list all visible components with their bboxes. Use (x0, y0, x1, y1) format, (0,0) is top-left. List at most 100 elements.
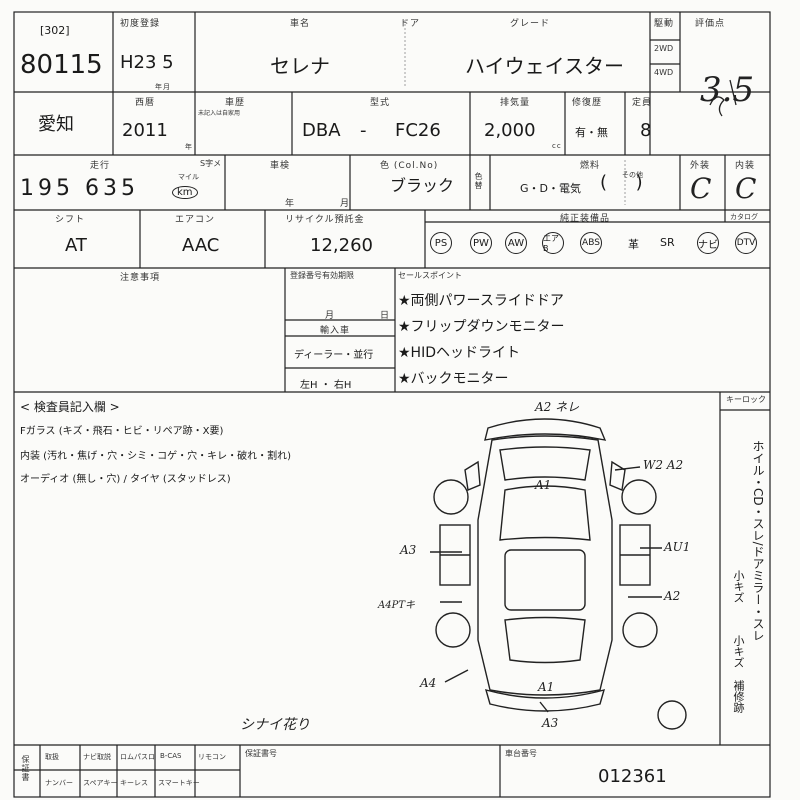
damage-mark: A1 (538, 680, 555, 694)
interior-grade: C (735, 172, 757, 205)
inspector-audio: オーディオ (無し・穴) / タイヤ (スタッドレス) (20, 474, 231, 485)
footer-cell: 取扱 (45, 753, 59, 761)
fuel-other: その他 (622, 171, 643, 179)
damage-mark: A1 (535, 478, 552, 492)
type-label: 型式 (370, 98, 391, 108)
seats: 8 (640, 120, 652, 141)
exterior-label: 外装 (690, 161, 711, 171)
sales-point: ★HIDヘッドライト (398, 345, 520, 361)
fuel-label: 燃料 (580, 161, 601, 171)
footer-cell: ナビ取説 (83, 753, 111, 761)
mileage-unit-label: マイル (178, 173, 199, 181)
equip-leather: 革 (628, 238, 639, 251)
aircon: AAC (182, 235, 220, 256)
inspection-label: 車検 (270, 161, 291, 171)
shift: AT (65, 235, 87, 256)
damage-mark: A3 (400, 543, 417, 557)
year: 2011 (122, 120, 168, 141)
grade: ハイウェイスター (465, 54, 624, 78)
import-handle: 左H ・ 右H (300, 380, 352, 391)
score: 3.5 (700, 70, 755, 110)
frame-label: 車台番号 (505, 749, 537, 758)
damage-mark: A4PTキ (378, 600, 415, 611)
inspector-signature: シナイ花り (240, 717, 310, 733)
recycle-fee-label: リサイクル預託金 (285, 215, 365, 225)
type-dash: - (360, 120, 367, 141)
import-label: 輸入車 (320, 326, 351, 336)
sales-point: ★フリップダウンモニター (398, 319, 565, 335)
year-unit-2: 年 (185, 143, 193, 151)
equip-dtv: DTV (735, 232, 757, 254)
year-unit: 年月 (155, 83, 171, 91)
footer-cell: ロムパスロ (120, 753, 155, 761)
caution-label: 注意事項 (120, 273, 161, 283)
area: 愛知 (38, 114, 74, 135)
inspector-glass: Fガラス (キズ・飛石・ヒビ・リペア跡・X要) (20, 426, 224, 437)
sales-point: ★バックモニター (398, 371, 509, 387)
import-dealer: ディーラー・並行 (294, 350, 374, 361)
door-label: ドア (400, 19, 421, 29)
drive-label: 駆動 (654, 19, 675, 29)
sales-point: ★両側パワースライドドア (398, 293, 564, 309)
equipment-label: 純正装備品 (560, 214, 611, 224)
damage-mark: AU1 (664, 540, 691, 554)
cert-label: 保証書号 (245, 749, 277, 758)
side-small-2: 小キズ (732, 635, 745, 668)
aircon-label: エアコン (175, 215, 216, 225)
shift-label: シフト (55, 215, 86, 225)
displacement-unit: cc (552, 142, 562, 150)
equip-sr: SR (660, 236, 675, 249)
equip-airbag: エアB (542, 232, 564, 254)
lot-bracket: [302] (40, 24, 70, 37)
inspection-year: 年 (285, 199, 296, 209)
model-name: セレナ (270, 54, 330, 78)
inspector-title: < 検査員記入欄 > (20, 400, 120, 414)
footer-cell: スマートキー (158, 779, 200, 787)
displacement: 2,000 (484, 120, 536, 141)
exterior-grade: C (690, 172, 712, 205)
history-label: 車歴 (225, 98, 246, 108)
equip-ps: PS (430, 232, 452, 254)
damage-mark: W2 A2 (643, 458, 684, 472)
reg-month: 月 (325, 311, 336, 321)
inspection-month: 月 (340, 199, 351, 209)
displacement-label: 排気量 (500, 98, 531, 108)
damage-mark: A3 (542, 716, 559, 730)
equip-navi: ナビ (697, 232, 719, 254)
color-change: 色替 (474, 172, 483, 190)
car-diagram (430, 418, 687, 730)
grade-label: グレード (510, 19, 551, 29)
catalog-label: カタログ (730, 213, 758, 221)
footer-cell: ナンバー (45, 779, 73, 787)
sales-points-label: セールスポイント (398, 271, 462, 280)
footer-cell: リモコン (198, 753, 226, 761)
drive-4wd: 4WD (654, 68, 674, 77)
damage-mark: A4 (420, 676, 437, 690)
side-paint: 補修跡 (732, 680, 745, 713)
color: ブラック (390, 176, 455, 195)
damage-mark: A2 (664, 589, 681, 603)
side-small-1: 小キズ (732, 570, 745, 603)
score-label: 評価点 (695, 19, 726, 29)
model-label: 車名 (290, 19, 311, 29)
inspector-interior: 内装 (汚れ・焦げ・穴・シミ・コゲ・穴・キレ・破れ・割れ) (20, 451, 291, 462)
interior-label: 内装 (735, 161, 756, 171)
footer-cell: スペアキー (83, 779, 118, 787)
drive-2wd: 2WD (654, 44, 674, 53)
side-note: ホイル・CD・スレ/ドアミラー・スレ (751, 440, 765, 642)
repair-label: 修復歴 (572, 98, 603, 108)
type-prefix: DBA (302, 120, 341, 141)
equip-aw: AW (505, 232, 527, 254)
footer-cell: キーレス (120, 779, 148, 787)
keylock-label: キーロック (726, 395, 766, 404)
recycle-fee: 12,260 (310, 235, 373, 256)
equip-abs: ABS (580, 232, 602, 254)
mileage: 195 635 (20, 176, 139, 201)
footer-cell: B-CAS (160, 752, 182, 760)
frame-number: 012361 (598, 766, 667, 787)
type-code: FC26 (395, 120, 441, 141)
registration-label: 登録番号有効期限 (290, 271, 354, 280)
reg-day: 日 (380, 311, 391, 321)
mileage-label: 走行 (90, 161, 111, 171)
